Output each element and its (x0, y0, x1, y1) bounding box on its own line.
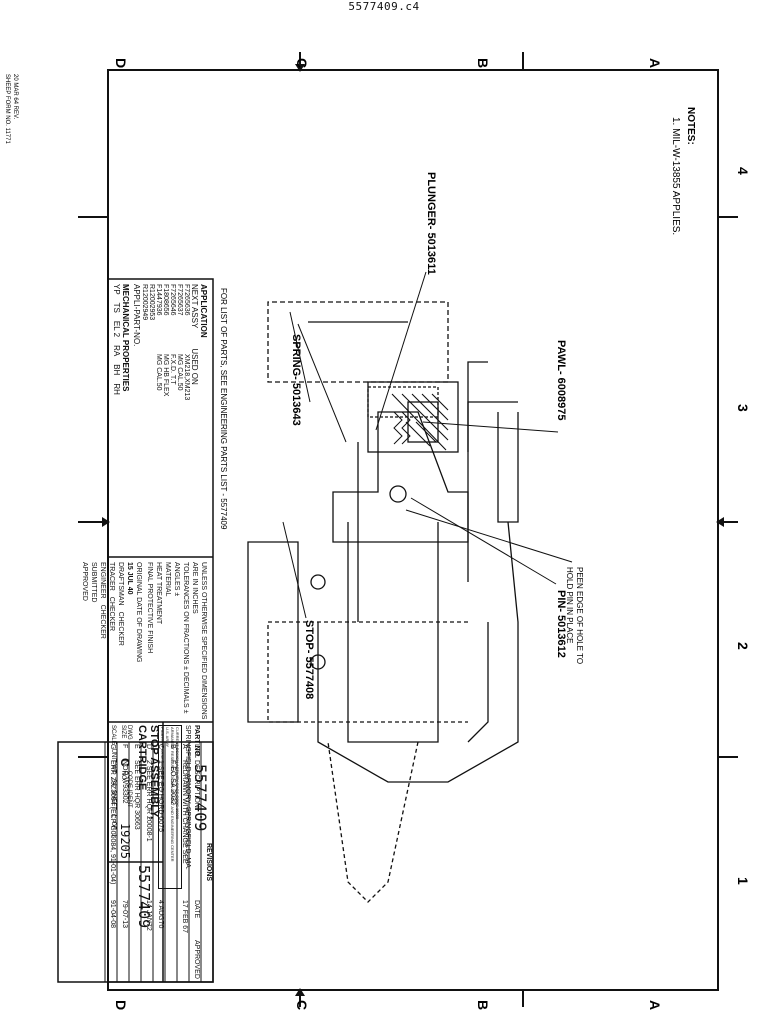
callout-stop: STOP- 5577408 (303, 620, 315, 699)
callout-peen-line-2: HOLD PIN IN PLACE (565, 567, 574, 643)
callout-spring: SPRING- 5013643 (290, 334, 302, 426)
drawing-sheet: A B C D A B C D 4 3 2 1 SHEEP FORM NO. 1… (0, 22, 768, 1024)
zone-number-4: 4 (735, 167, 751, 175)
drawing-canvas: A B C D A B C D 4 3 2 1 SHEEP FORM NO. 1… (4, 52, 751, 1010)
callout-peen-line-1: PEEN EDGE OF HOLE TO (575, 567, 584, 664)
zone-letter-d-bottom: D (113, 1000, 129, 1010)
notes-item-1: 1. MIL-W-13855 APPLIES. (670, 117, 681, 235)
zone-number-1: 1 (735, 877, 751, 885)
spring-coil (393, 411, 411, 445)
zone-arrows (102, 64, 724, 996)
leader-lines (282, 271, 573, 619)
notes-heading: NOTES: (685, 107, 696, 145)
zone-letter-d-top: D (113, 58, 129, 68)
hatching (391, 393, 449, 451)
zone-letter-c-top: C (294, 58, 310, 68)
zone-letter-b-bottom: B (475, 1000, 491, 1010)
rotated-drawing: A B C D A B C D 4 3 2 1 SHEEP FORM NO. 1… (0, 22, 768, 1024)
parts-list-note: FOR LIST OF PARTS, SEE ENGINEERING PARTS… (219, 288, 228, 530)
zone-number-2: 2 (735, 642, 751, 650)
zone-letter-a-top: A (647, 58, 663, 68)
zone-letter-a-bottom: A (647, 1000, 663, 1010)
zone-letter-c-bottom: C (294, 1000, 310, 1010)
mechanism-drawing (247, 301, 519, 903)
revisions-table (57, 741, 214, 983)
callout-plunger: PLUNGER- 5013611 (425, 172, 437, 275)
zone-letter-b-top: B (475, 58, 491, 68)
file-label: 5577409.c4 (348, 0, 420, 13)
callout-pin: PIN- 5013612 (555, 590, 567, 658)
title-block-frame (107, 278, 214, 983)
form-revision: 20 MAR 64 REV. (12, 74, 18, 119)
callout-pawl: PAWL- 6008975 (555, 340, 567, 421)
zone-number-3: 3 (735, 404, 751, 412)
form-number: SHEEP FORM NO. 11771 (4, 74, 10, 144)
